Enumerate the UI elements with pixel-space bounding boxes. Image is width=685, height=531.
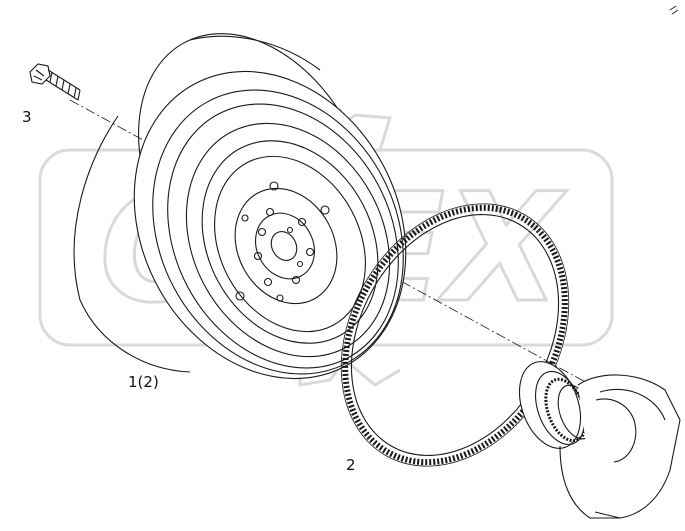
callout-flywheel: 1(2) [128,373,159,391]
corner-mark [669,5,679,15]
callout-ring-gear: 2 [346,456,356,474]
bolt-icon [29,63,81,101]
callout-bolt: 3 [22,108,32,126]
crankshaft-icon [518,361,681,519]
